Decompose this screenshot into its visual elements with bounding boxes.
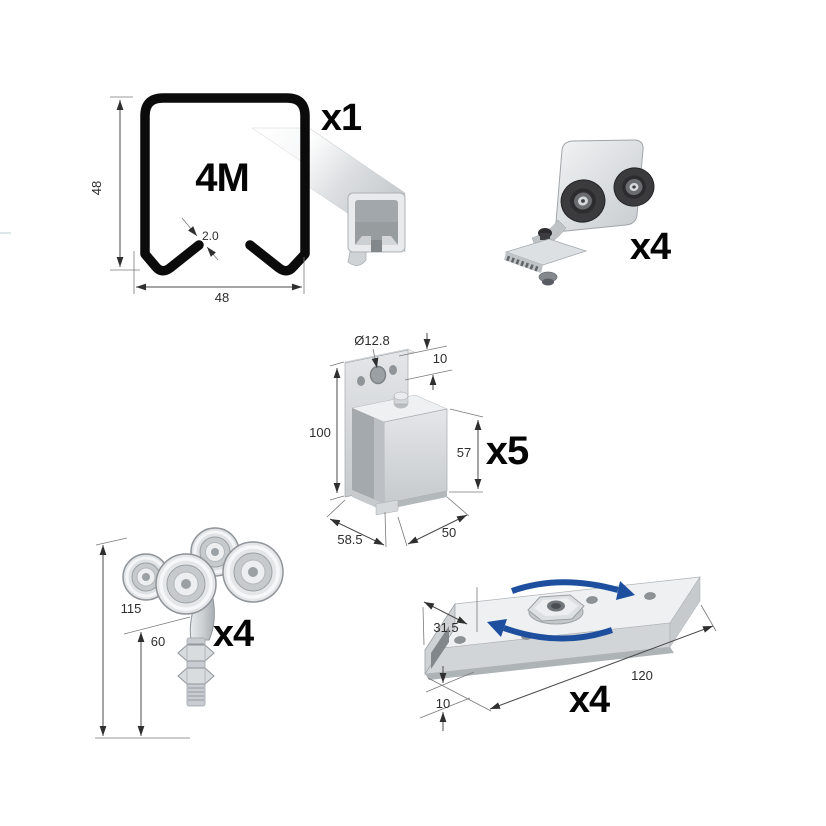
track-width-dim: 48 [133, 251, 305, 305]
bracket-offset-value: 10 [433, 351, 447, 366]
track-width-value: 48 [215, 290, 229, 305]
wall-bracket-group: Ø12.8 10 100 57 58.5 [309, 333, 530, 548]
track-end-slot [371, 240, 382, 252]
guide-bracket-group: x4 [504, 139, 672, 286]
bracket-height-value: 100 [309, 425, 331, 440]
trolley-height-value: 115 [121, 601, 142, 616]
trolley-bolt-value: 60 [151, 634, 165, 649]
rotate-arrow-upper-head [616, 581, 635, 600]
guide-knob-stem [540, 233, 550, 240]
bracket-channel-front [383, 408, 448, 505]
plate-thickness-dim: 10 [419, 666, 475, 731]
fixing-plate-group: 31.5 120 10 x4 [419, 576, 717, 731]
bracket-depth-value: 58.5 [337, 532, 362, 547]
bracket-bolt [393, 391, 409, 409]
trolley-group: 115 60 x4 [95, 527, 284, 739]
bracket-hole-diameter: Ø12.8 [354, 333, 389, 348]
track-profile-outline [140, 93, 310, 276]
plate-length-value: 120 [631, 668, 653, 683]
track-height-value: 48 [89, 181, 104, 195]
trolley-wheel-front-right [222, 541, 284, 603]
track-end-lip-left [355, 236, 371, 245]
bracket-opening-dim: 57 [449, 408, 484, 493]
plate-length-dim: 120 [427, 604, 717, 712]
plate-hole-1 [454, 636, 466, 644]
track-thickness-dim: 2.0 [181, 217, 219, 261]
plate-width-value: 31.5 [433, 620, 458, 635]
track-length-label: 4M [195, 156, 249, 200]
bracket-offset-dim: 10 [398, 333, 453, 390]
guide-clamp-plate [504, 238, 588, 266]
track-thickness-value: 2.0 [202, 229, 219, 243]
plate-hole-4 [644, 592, 656, 600]
track-bottom-hook [347, 251, 367, 266]
plate-nut [527, 594, 585, 622]
bracket-depth-dim: 58.5 [326, 499, 387, 548]
guide-clamp [504, 228, 588, 286]
trolley-bolt-dim: 60 [123, 616, 191, 736]
plate-hole-3 [586, 596, 598, 604]
plate-thickness-value: 10 [436, 696, 450, 711]
guide-serration [506, 255, 541, 273]
bracket-hole-right [389, 365, 397, 375]
trolley-height-dim: 115 [95, 537, 190, 739]
guide-bolt-tip [542, 278, 554, 286]
plate-left-notch [431, 626, 449, 669]
bracket-opening-value: 57 [457, 445, 471, 460]
bracket-width-dim: 50 [397, 496, 470, 547]
trolley-stud [177, 637, 215, 707]
trolley-wheel-front-left [155, 553, 217, 615]
track-3d-render [251, 127, 406, 266]
bracket-bottom-flange [384, 491, 447, 510]
plate-qty-label: x4 [569, 679, 610, 721]
track-end-lip-right [382, 236, 398, 245]
bracket-hole-left [357, 376, 365, 386]
bracket-height-dim: 100 [309, 361, 345, 501]
trolley-nut-upper [177, 644, 215, 662]
guide-roller-right [613, 167, 655, 207]
bracket-qty-label: x5 [486, 429, 529, 473]
track-height-dim: 48 [89, 96, 140, 271]
plate-width-dim: 31.5 [422, 587, 478, 646]
track-qty-label: x1 [321, 97, 362, 139]
guide-qty-label: x4 [630, 226, 671, 268]
trolley-qty-label: x4 [213, 613, 254, 655]
bracket-hole-center [369, 365, 387, 385]
track-group: 48 48 2.0 4M x1 [89, 93, 406, 305]
bracket-width-value: 50 [442, 525, 456, 540]
trolley-nut-lower [177, 667, 215, 685]
bracket-foot-tab [375, 499, 399, 516]
guide-roller-left [560, 179, 606, 223]
bracket-hole-dim: Ø12.8 [354, 333, 390, 369]
bracket-interior-wall [374, 418, 384, 504]
rotate-arrow-upper [510, 579, 619, 594]
